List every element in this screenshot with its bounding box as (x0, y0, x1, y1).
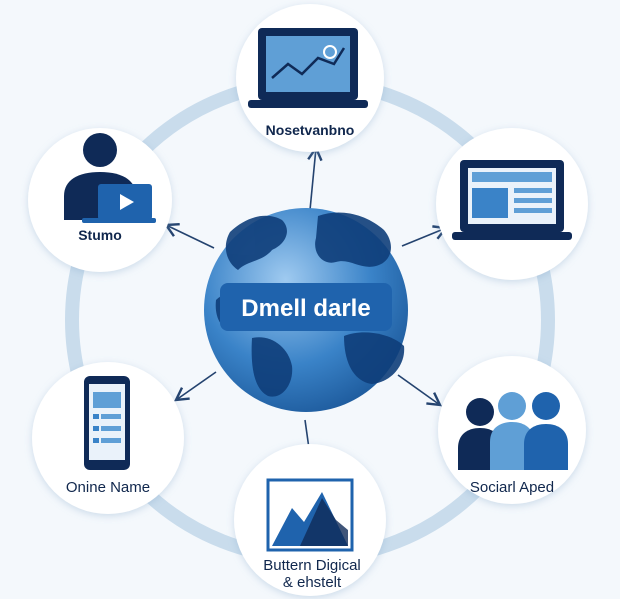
node-top: Nosetvanbno (236, 4, 384, 152)
mountain-picture-icon (266, 478, 354, 552)
laptop-webpage-icon (452, 160, 572, 240)
node-lower-right: Sociarl Aped (438, 356, 586, 504)
person-laptop-icon (64, 133, 156, 223)
node-upper-left: Stumo (28, 128, 172, 272)
arrow-to-top (307, 145, 323, 211)
node-bottom-label-line2: & ehstelt (283, 574, 342, 591)
smartphone-icon (84, 376, 130, 470)
node-lower-left: Onine Name (32, 362, 184, 514)
node-upper-left-label: Stumo (78, 227, 122, 243)
node-lower-right-label: Sociarl Aped (470, 479, 554, 496)
node-bottom: Buttern Digical & ehstelt (234, 444, 386, 596)
node-lower-left-label: Onine Name (66, 479, 150, 496)
node-upper-right (436, 128, 588, 280)
arrow-to-lower-right (397, 374, 443, 407)
people-group-icon (458, 392, 568, 470)
hub-label-box (220, 283, 392, 331)
laptop-chart-icon (248, 28, 368, 108)
arrow-to-lower-left (173, 371, 217, 402)
hub-label: Dmell darle (241, 295, 370, 322)
arrow-to-upper-left (163, 222, 215, 249)
node-bottom-label-line1: Buttern Digical (263, 557, 361, 574)
node-top-label: Nosetvanbno (266, 122, 355, 138)
arrow-to-upper-right (401, 225, 449, 247)
hub: Dmell darle (204, 208, 408, 412)
